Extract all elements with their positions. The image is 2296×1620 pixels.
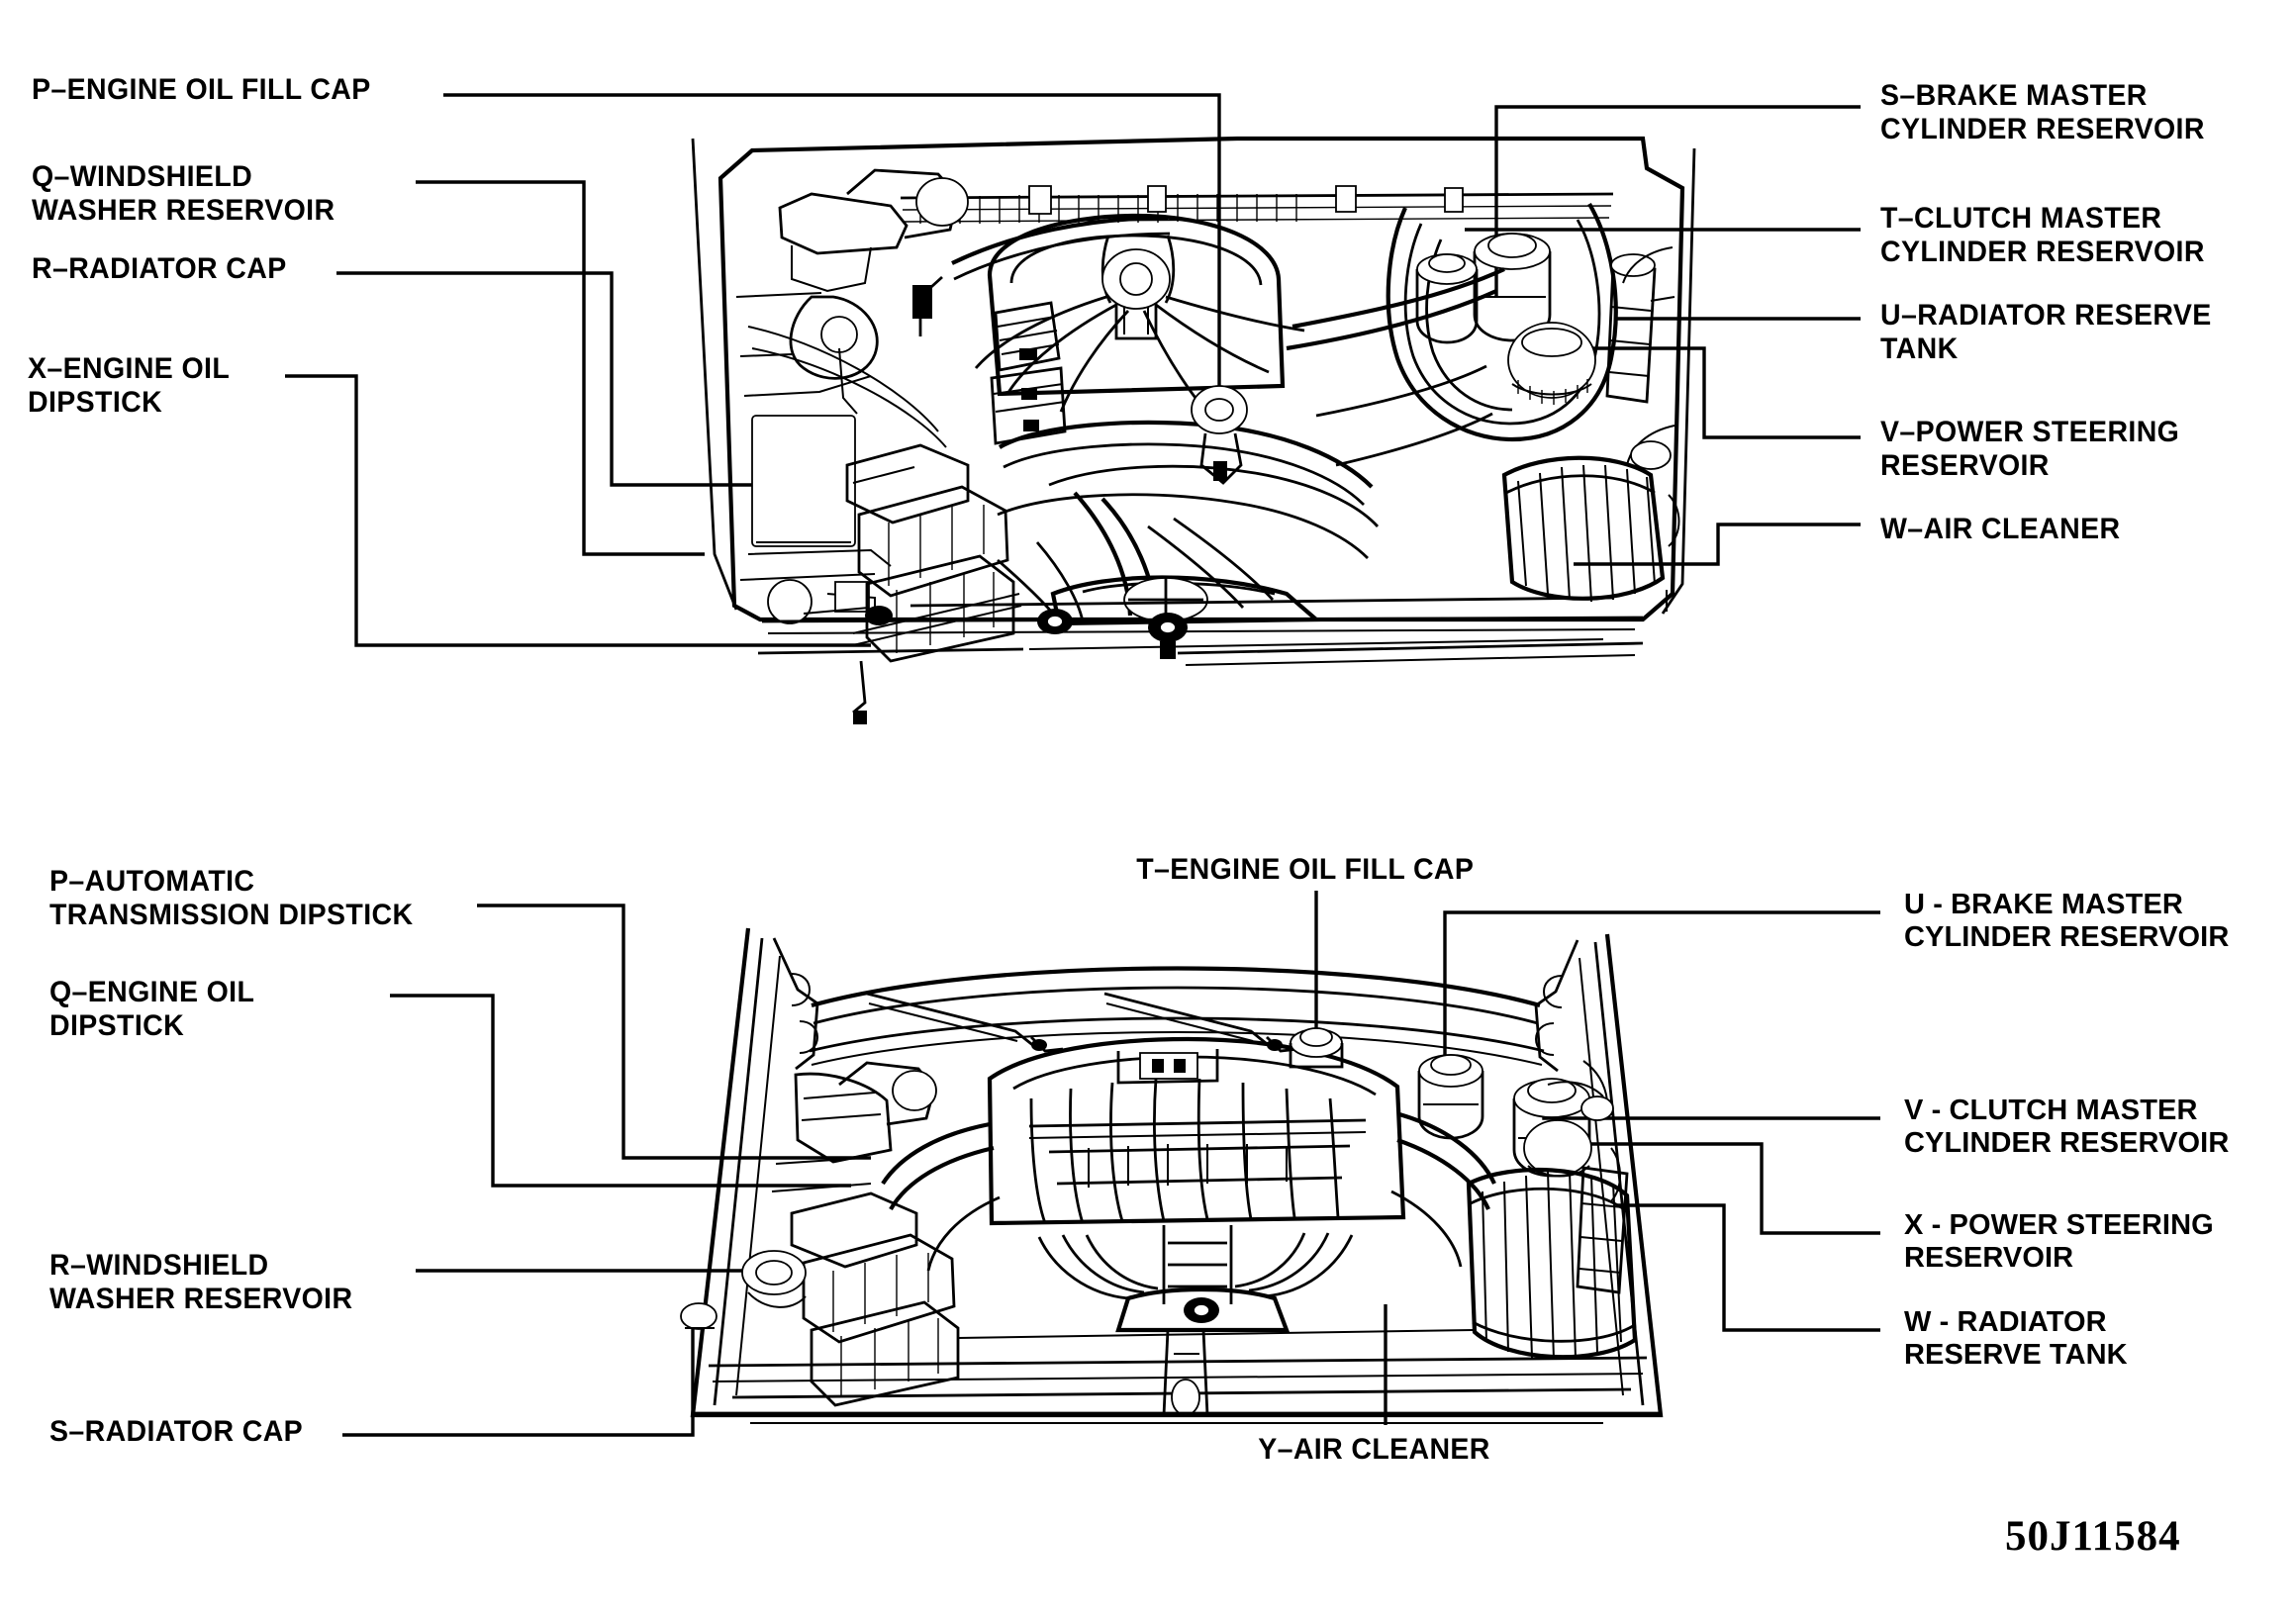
upper-label-x-engine-oil-dipstick: X–ENGINE OIL DIPSTICK xyxy=(28,352,231,420)
part-number: 50J11584 xyxy=(2005,1513,2181,1560)
lower-label-w-radiator-reserve-tank: W - RADIATOR RESERVE TANK xyxy=(1904,1306,2128,1372)
upper-label-q-windshield-washer-reservoir: Q–WINDSHIELD WASHER RESERVOIR xyxy=(32,160,335,228)
lower-label-t-engine-oil-fill-cap: T–ENGINE OIL FILL CAP xyxy=(1136,853,1475,886)
upper-leader-lines xyxy=(285,95,1861,645)
upper-label-r-radiator-cap: R–RADIATOR CAP xyxy=(32,252,287,285)
lower-label-y-air-cleaner: Y–AIR CLEANER xyxy=(1258,1433,1490,1466)
lower-label-r-windshield-washer-reservoir: R–WINDSHIELD WASHER RESERVOIR xyxy=(49,1249,353,1316)
lower-engine-bay-artwork xyxy=(681,928,1661,1423)
upper-label-w-air-cleaner: W–AIR CLEANER xyxy=(1880,513,2121,545)
lower-leader-lines xyxy=(342,891,1880,1435)
upper-engine-bay-artwork xyxy=(693,139,1694,724)
lower-label-v-clutch-master-cylinder-reservoir: V - CLUTCH MASTER CYLINDER RESERVOIR xyxy=(1904,1095,2230,1160)
lower-label-q-engine-oil-dipstick: Q–ENGINE OIL DIPSTICK xyxy=(49,976,255,1043)
upper-label-u-radiator-reserve-tank: U–RADIATOR RESERVE TANK xyxy=(1880,299,2212,366)
upper-label-v-power-steering-reservoir: V–POWER STEERING RESERVOIR xyxy=(1880,416,2180,483)
upper-label-p-engine-oil-fill-cap: P–ENGINE OIL FILL CAP xyxy=(32,73,371,106)
upper-label-s-brake-master-cylinder-reservoir: S–BRAKE MASTER CYLINDER RESERVOIR xyxy=(1880,79,2205,146)
lower-label-x-power-steering-reservoir: X - POWER STEERING RESERVOIR xyxy=(1904,1209,2214,1275)
upper-label-t-clutch-master-cylinder-reservoir: T–CLUTCH MASTER CYLINDER RESERVOIR xyxy=(1880,202,2205,269)
lower-label-u-brake-master-cylinder-reservoir: U - BRAKE MASTER CYLINDER RESERVOIR xyxy=(1904,889,2230,954)
lower-label-p-automatic-transmission-dipstick: P–AUTOMATIC TRANSMISSION DIPSTICK xyxy=(49,865,414,932)
lower-label-s-radiator-cap: S–RADIATOR CAP xyxy=(49,1415,304,1448)
